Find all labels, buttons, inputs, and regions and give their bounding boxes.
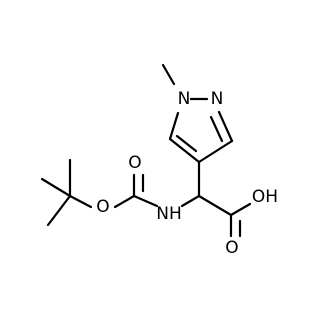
bond-c4-c5-double bbox=[175, 134, 198, 153]
bond-ccarb-oester bbox=[113, 194, 136, 209]
bond-c3-c4 bbox=[197, 139, 234, 164]
bond-ctbu-me3 bbox=[46, 194, 72, 227]
atom-labels: N N O O NH OH O bbox=[96, 89, 278, 258]
bonds bbox=[40, 63, 252, 238]
bond-methyl-n bbox=[161, 63, 176, 86]
bond-ctbu-me2 bbox=[40, 177, 72, 198]
bond-calpha-nh bbox=[180, 194, 201, 208]
bond-calpha-ccooh bbox=[197, 194, 233, 217]
atom-o-ester: O bbox=[96, 197, 109, 217]
atom-n-ring: N bbox=[211, 89, 224, 109]
atom-o-carbonyl: O bbox=[128, 153, 141, 173]
atom-oh-acid: OH bbox=[252, 187, 278, 207]
atom-nh-amide: NH bbox=[156, 204, 182, 224]
atom-o-acid: O bbox=[225, 238, 238, 258]
bond-c5-n1 bbox=[168, 111, 180, 141]
bond-n2-c3-double bbox=[209, 115, 224, 143]
bond-c4-c5 bbox=[168, 137, 201, 164]
atom-n-methyl: N bbox=[178, 89, 191, 109]
bond-oester-ctbu bbox=[68, 194, 93, 209]
bond-ccooh-oh bbox=[229, 202, 252, 217]
bond-n2-c3 bbox=[217, 110, 234, 143]
bond-nh-ccarb bbox=[132, 194, 159, 208]
